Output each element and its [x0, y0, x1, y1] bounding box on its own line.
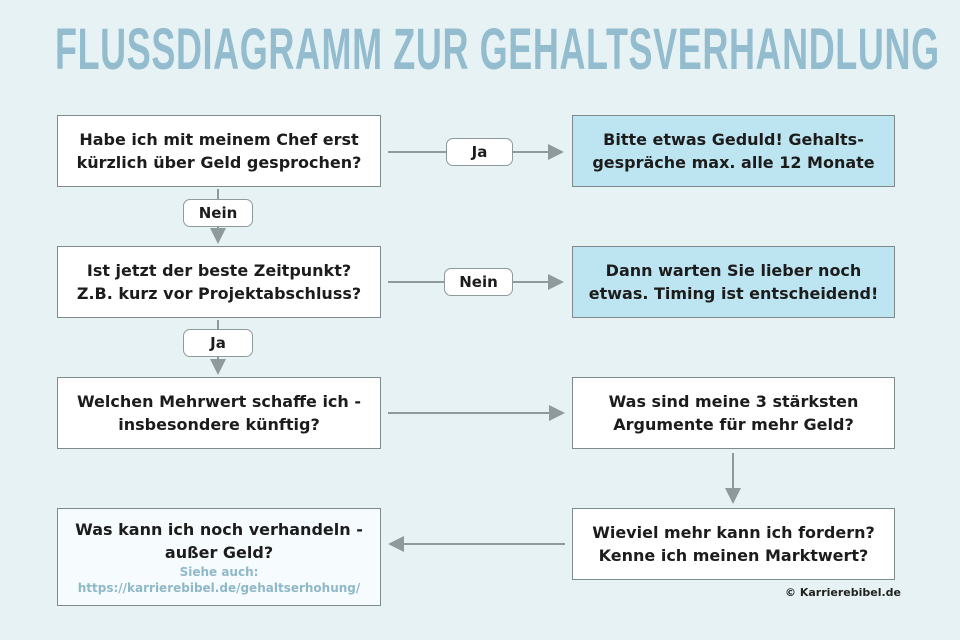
- label-nein: Nein: [444, 268, 513, 296]
- see-also-link[interactable]: https://karrierebibel.de/gehaltserhohung…: [77, 581, 361, 595]
- question-market-value: Wieviel mehr kann ich fordern?Kenne ich …: [572, 508, 895, 580]
- label-nein: Nein: [183, 199, 253, 227]
- question-added-value: Welchen Mehrwert schaffe ich -insbesonde…: [57, 377, 381, 449]
- label-ja: Ja: [183, 329, 253, 357]
- see-also-label: Siehe auch:: [179, 565, 259, 579]
- question-best-time: Ist jetzt der beste Zeitpunkt?Z.B. kurz …: [57, 246, 381, 318]
- copyright: © Karrierebibel.de: [785, 586, 902, 599]
- label-ja: Ja: [446, 138, 513, 166]
- question-negotiate-more: Was kann ich noch verhandeln -außer Geld…: [57, 508, 381, 606]
- answer-patience: Bitte etwas Geduld! Gehalts-gespräche ma…: [572, 115, 895, 187]
- page-title: FLUSSDIAGRAMM ZUR GEHALTSVERHANDLUNG: [55, 17, 940, 82]
